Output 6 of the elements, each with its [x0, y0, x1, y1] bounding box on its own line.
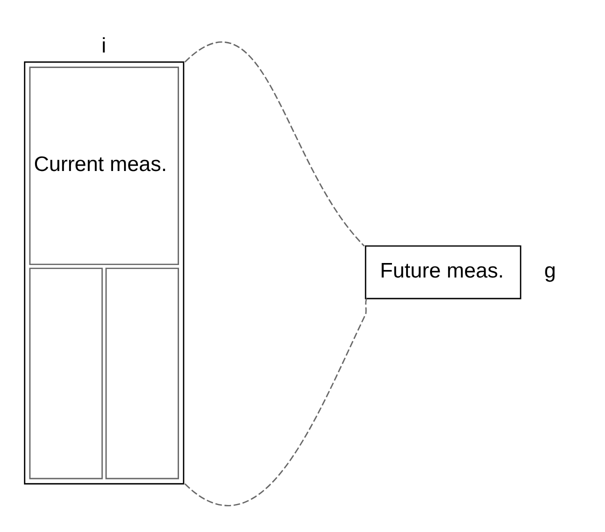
node-box: Future meas.	[364, 244, 522, 299]
connector	[184, 41, 365, 246]
node-label: i	[101, 34, 106, 58]
node-box: Current meas.	[24, 60, 184, 484]
connector	[184, 298, 368, 506]
node-label: g	[544, 258, 556, 282]
